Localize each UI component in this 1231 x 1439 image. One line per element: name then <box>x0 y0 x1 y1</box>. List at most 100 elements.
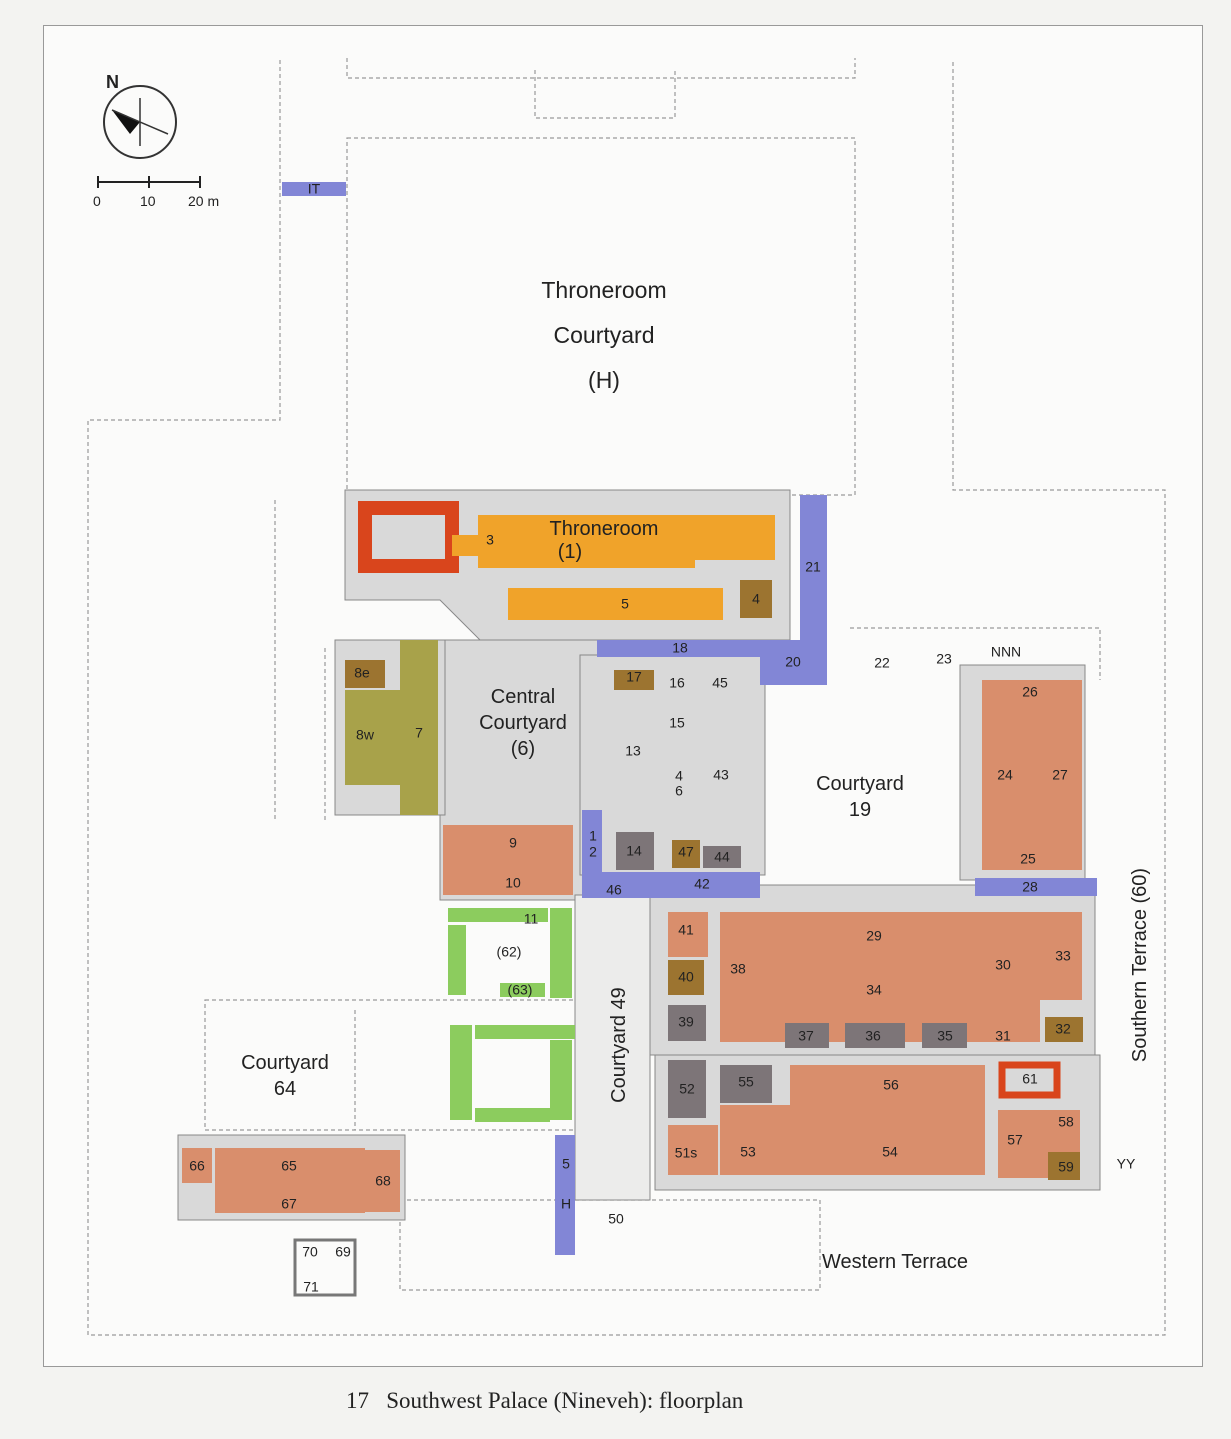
room-label: 4 <box>675 768 683 784</box>
room-label: 42 <box>694 876 710 892</box>
room-53 <box>720 1105 790 1175</box>
courtyard-49-label: Courtyard 49 <box>608 987 630 1103</box>
room-label: 53 <box>740 1144 756 1160</box>
central-courtyard-line2: Courtyard <box>479 712 567 734</box>
room-label: 10 <box>505 875 521 891</box>
courtyard-19-line2: 19 <box>849 799 871 821</box>
room-4-brown <box>740 580 772 618</box>
room-label: IT <box>308 181 321 197</box>
room-throneroom <box>452 515 775 568</box>
room-label: 13 <box>625 743 641 759</box>
room-label: 8w <box>356 727 375 743</box>
courtyard-64-line2: 64 <box>274 1078 296 1100</box>
room-label: 50 <box>608 1211 624 1227</box>
room-label: 54 <box>882 1144 898 1160</box>
room-68 <box>365 1150 400 1212</box>
courtyard-19-line1: Courtyard <box>816 773 904 795</box>
room-label: 44 <box>714 849 730 865</box>
room-65-67 <box>215 1148 365 1213</box>
room-label: 70 <box>302 1244 318 1260</box>
room-label: 40 <box>678 969 694 985</box>
room-52 <box>668 1060 706 1118</box>
room-17 <box>614 670 654 690</box>
throneroom-courtyard-line2: Courtyard <box>554 322 655 348</box>
western-terrace-label: Western Terrace <box>822 1251 968 1273</box>
room-36 <box>845 1023 905 1048</box>
room-label: 16 <box>669 675 685 691</box>
room-44 <box>703 846 741 868</box>
room-66 <box>182 1148 212 1183</box>
throneroom-courtyard-line3: (H) <box>588 367 620 393</box>
room-label: 39 <box>678 1014 694 1030</box>
room-label: 28 <box>1022 879 1038 895</box>
room-20 <box>760 640 827 685</box>
room-5-H <box>555 1135 575 1255</box>
room-label: (63) <box>508 982 533 998</box>
scale-tick-20: 20 m <box>188 193 219 209</box>
room-14 <box>616 832 654 870</box>
room-label: 18 <box>672 640 688 656</box>
room-label: 26 <box>1022 684 1038 700</box>
room-39 <box>668 1005 706 1041</box>
room-label: 38 <box>730 961 746 977</box>
room-IT <box>282 182 346 196</box>
room-label: YY <box>1117 1156 1136 1172</box>
room-label: 7 <box>415 725 423 741</box>
room-label: 4 <box>752 591 760 607</box>
room-label: 61 <box>1022 1071 1038 1087</box>
room-label: 29 <box>866 928 882 944</box>
rooms <box>182 182 1097 1297</box>
scale-tick-10: 10 <box>140 193 156 209</box>
room-label: 69 <box>335 1244 351 1260</box>
throneroom-line2: (1) <box>558 541 582 563</box>
room-label: 2 <box>589 844 597 860</box>
room-label: 36 <box>865 1028 881 1044</box>
room-7 <box>400 640 438 815</box>
central-courtyard-line1: Central <box>491 686 555 708</box>
compass-ring-icon <box>103 85 177 159</box>
room-35 <box>922 1023 967 1048</box>
room-label: 51s <box>675 1145 698 1161</box>
room-32 <box>1045 1017 1083 1042</box>
room-label: 46 <box>606 882 622 898</box>
room-label: 57 <box>1007 1132 1023 1148</box>
room-9-10 <box>443 825 573 895</box>
room-label: 34 <box>866 982 882 998</box>
room-28 <box>975 878 1097 896</box>
room-label: 58 <box>1058 1114 1074 1130</box>
room-55 <box>720 1065 772 1103</box>
room-46-42 <box>582 872 760 898</box>
room-label: NNN <box>991 644 1021 660</box>
room-21 <box>800 495 827 645</box>
room-label: 23 <box>936 651 952 667</box>
room-label: 41 <box>678 922 694 938</box>
room-label: 30 <box>995 957 1011 973</box>
room-29-34 <box>720 912 1082 1042</box>
room-label: 20 <box>785 654 801 670</box>
courtyard-64-line1: Courtyard <box>241 1052 329 1074</box>
room-label: 59 <box>1058 1159 1074 1175</box>
room-label: 71 <box>303 1279 319 1295</box>
room-label: (62) <box>497 944 522 960</box>
room-label: 43 <box>713 767 729 783</box>
room-label: 67 <box>281 1196 297 1212</box>
room-24-27 <box>982 680 1082 870</box>
caption-number: 17 <box>346 1388 369 1413</box>
green-rooms <box>448 908 575 1122</box>
room-18 <box>597 640 762 657</box>
room-label: 56 <box>883 1077 899 1093</box>
room-59 <box>1048 1152 1080 1180</box>
room-label: 33 <box>1055 948 1071 964</box>
room-61 <box>998 1061 1061 1099</box>
room-label: 31 <box>995 1028 1011 1044</box>
room-label: 21 <box>805 559 821 575</box>
room-label: 15 <box>669 715 685 731</box>
scale-tick-0: 0 <box>93 193 101 209</box>
room-label: 55 <box>738 1074 754 1090</box>
throneroom-courtyard-line1: Throneroom <box>541 277 666 303</box>
room-label: 5 <box>562 1156 570 1172</box>
room-label: 47 <box>678 844 694 860</box>
room-label: 22 <box>874 655 890 671</box>
room-label: 3 <box>486 532 494 548</box>
room-label: 24 <box>997 767 1013 783</box>
